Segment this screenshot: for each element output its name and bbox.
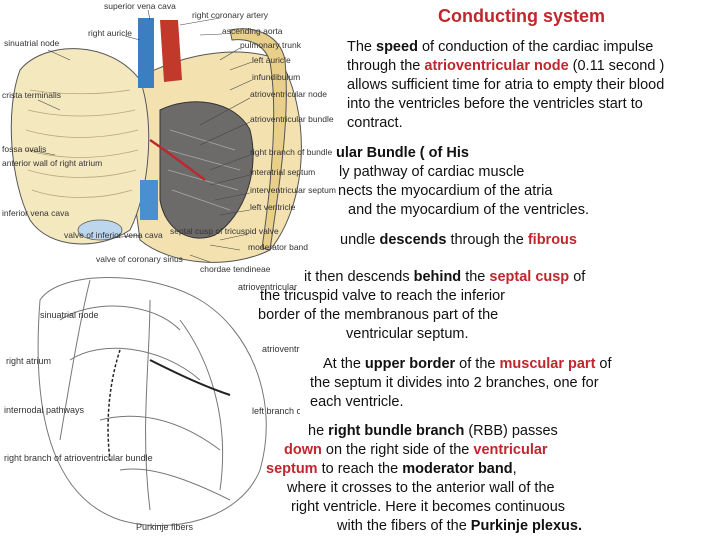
emph-ventricular: ventricular	[473, 442, 548, 458]
text: (RBB) passes	[464, 423, 558, 439]
text: undle	[340, 232, 380, 248]
conduction-line-figure: atrioventricular bundle sinuatrial node …	[4, 277, 300, 532]
label-right-branch-2: right branch of atrioventricular bundle	[4, 453, 153, 463]
text: ventricular septum.	[346, 326, 469, 342]
paragraph-bundle-of-his: ular Bundle ( of His ly pathway of cardi…	[336, 144, 589, 220]
text: through the	[347, 58, 425, 74]
emph-upper-border: upper border	[364, 356, 456, 372]
emph-muscular-part: muscular part	[499, 356, 596, 372]
label-left-auricle: left auricle	[252, 55, 291, 65]
label-right-coronary: right coronary artery	[192, 10, 269, 20]
emph-purkinje-plexus: Purkinje plexus.	[470, 518, 583, 534]
paragraph-right-bundle-branch: he right bundle branch (RBB) passes down…	[266, 422, 582, 536]
text: The	[347, 39, 377, 55]
text: (0.11 second )	[568, 58, 665, 74]
paragraph-septal-cusp: it then descends behind the septal cusp …	[258, 268, 585, 344]
paragraph-upper-border: At the upper border of the muscular part…	[310, 355, 612, 412]
label-valve-ivc: valve of inferior vena cava	[64, 230, 163, 240]
label-sinuatrial-node-2: sinuatrial node	[40, 310, 99, 320]
emph-av-node: atrioventricular node	[424, 58, 569, 74]
label-inferior-vena-cava: inferior vena cava	[2, 208, 69, 218]
text: he	[308, 423, 329, 439]
conduction-line-labels: atrioventricular bundle sinuatrial node …	[4, 282, 300, 532]
text: and the myocardium of the ventricles.	[348, 202, 589, 218]
label-right-auricle: right auricle	[88, 28, 132, 38]
heart-dissection-labels: superior vena cava right auricle sinuatr…	[2, 1, 336, 274]
text: it then descends	[304, 269, 414, 285]
text: At the	[323, 356, 365, 372]
label-infundibulum: infundibulum	[252, 72, 300, 82]
text: through the	[446, 232, 528, 248]
text: with the fibers of the	[337, 518, 471, 534]
label-av-bundle-2: atrioventricular bundle	[262, 344, 300, 354]
label-fossa-ovalis: fossa ovalis	[2, 144, 46, 154]
label-left-ventricle: left ventricle	[250, 202, 296, 212]
label-right-atrium: right atrium	[6, 356, 51, 366]
label-right-branch: right branch of bundle	[250, 147, 332, 157]
emph-fibrous: fibrous	[527, 232, 577, 248]
text: ly pathway of cardiac muscle	[339, 164, 525, 180]
label-av-node: atrioventricular node	[250, 89, 327, 99]
label-septal-cusp: septal cusp of tricuspid valve	[170, 226, 279, 236]
emph-septal-cusp: septal cusp	[489, 269, 570, 285]
text: of	[595, 356, 612, 372]
emph-down: down	[284, 442, 322, 458]
text: of conduction of the cardiac impulse	[417, 39, 654, 55]
text: ,	[512, 461, 517, 477]
label-moderator-band: moderator band	[248, 242, 308, 252]
text: into the ventricles before the ventricle…	[347, 96, 643, 112]
slide-title: Conducting system	[438, 6, 606, 26]
emph-behind: behind	[413, 269, 462, 285]
text: right ventricle. Here it becomes continu…	[291, 499, 566, 515]
text: the tricuspid valve to reach the inferio…	[260, 288, 506, 304]
label-interatrial-septum: interatrial septum	[250, 167, 315, 177]
emph-speed: speed	[376, 39, 418, 55]
text: nects the myocardium of the atria	[338, 183, 553, 199]
label-internodal-pathways: internodal pathways	[4, 405, 85, 415]
label-anterior-wall: anterior wall of right atrium	[2, 158, 102, 168]
paragraph-speed: The speed of conduction of the cardiac i…	[347, 38, 664, 133]
label-left-branch: left branch of atrioventricular bundle	[252, 406, 300, 416]
heart-dissection-figure: superior vena cava right auricle sinuatr…	[0, 0, 340, 275]
emph-right-bundle-branch: right bundle branch	[328, 423, 465, 439]
label-interventricular-septum: interventricular septum	[250, 185, 336, 195]
text: the	[461, 269, 490, 285]
label-crista-terminalis: crista terminalis	[2, 90, 61, 100]
label-superior-vena-cava: superior vena cava	[104, 1, 176, 11]
text: contract.	[347, 115, 403, 131]
emph-moderator-band: moderator band	[402, 461, 513, 477]
text: of the	[455, 356, 500, 372]
paragraph-descends: undle descends through the fibrous	[340, 231, 577, 250]
text: of	[569, 269, 586, 285]
label-chordae-tendineae: chordae tendineae	[200, 264, 271, 274]
emph-septum: septum	[266, 461, 318, 477]
text: to reach the	[317, 461, 403, 477]
label-ascending-aorta: ascending aorta	[222, 26, 283, 36]
label-av-bundle-top: atrioventricular bundle	[238, 282, 300, 292]
label-av-bundle: atrioventricular bundle	[250, 114, 334, 124]
text: where it crosses to the anterior wall of…	[287, 480, 555, 496]
text: border of the membranous part of the	[258, 307, 499, 323]
emph-descends: descends	[379, 232, 447, 248]
heading-bundle-of-his: ular Bundle ( of His	[336, 145, 469, 161]
label-coronary-sinus-valve: valve of coronary sinus	[96, 254, 183, 264]
text: allows sufficient time for atria to empt…	[347, 77, 665, 93]
label-purkinje-fibers: Purkinje fibers	[136, 522, 194, 532]
text: on the right side of the	[321, 442, 474, 458]
label-sinuatrial-node: sinuatrial node	[4, 38, 60, 48]
text: each ventricle.	[310, 394, 404, 410]
text: the septum it divides into 2 branches, o…	[310, 375, 599, 391]
label-pulmonary-trunk: pulmonary trunk	[240, 40, 302, 50]
